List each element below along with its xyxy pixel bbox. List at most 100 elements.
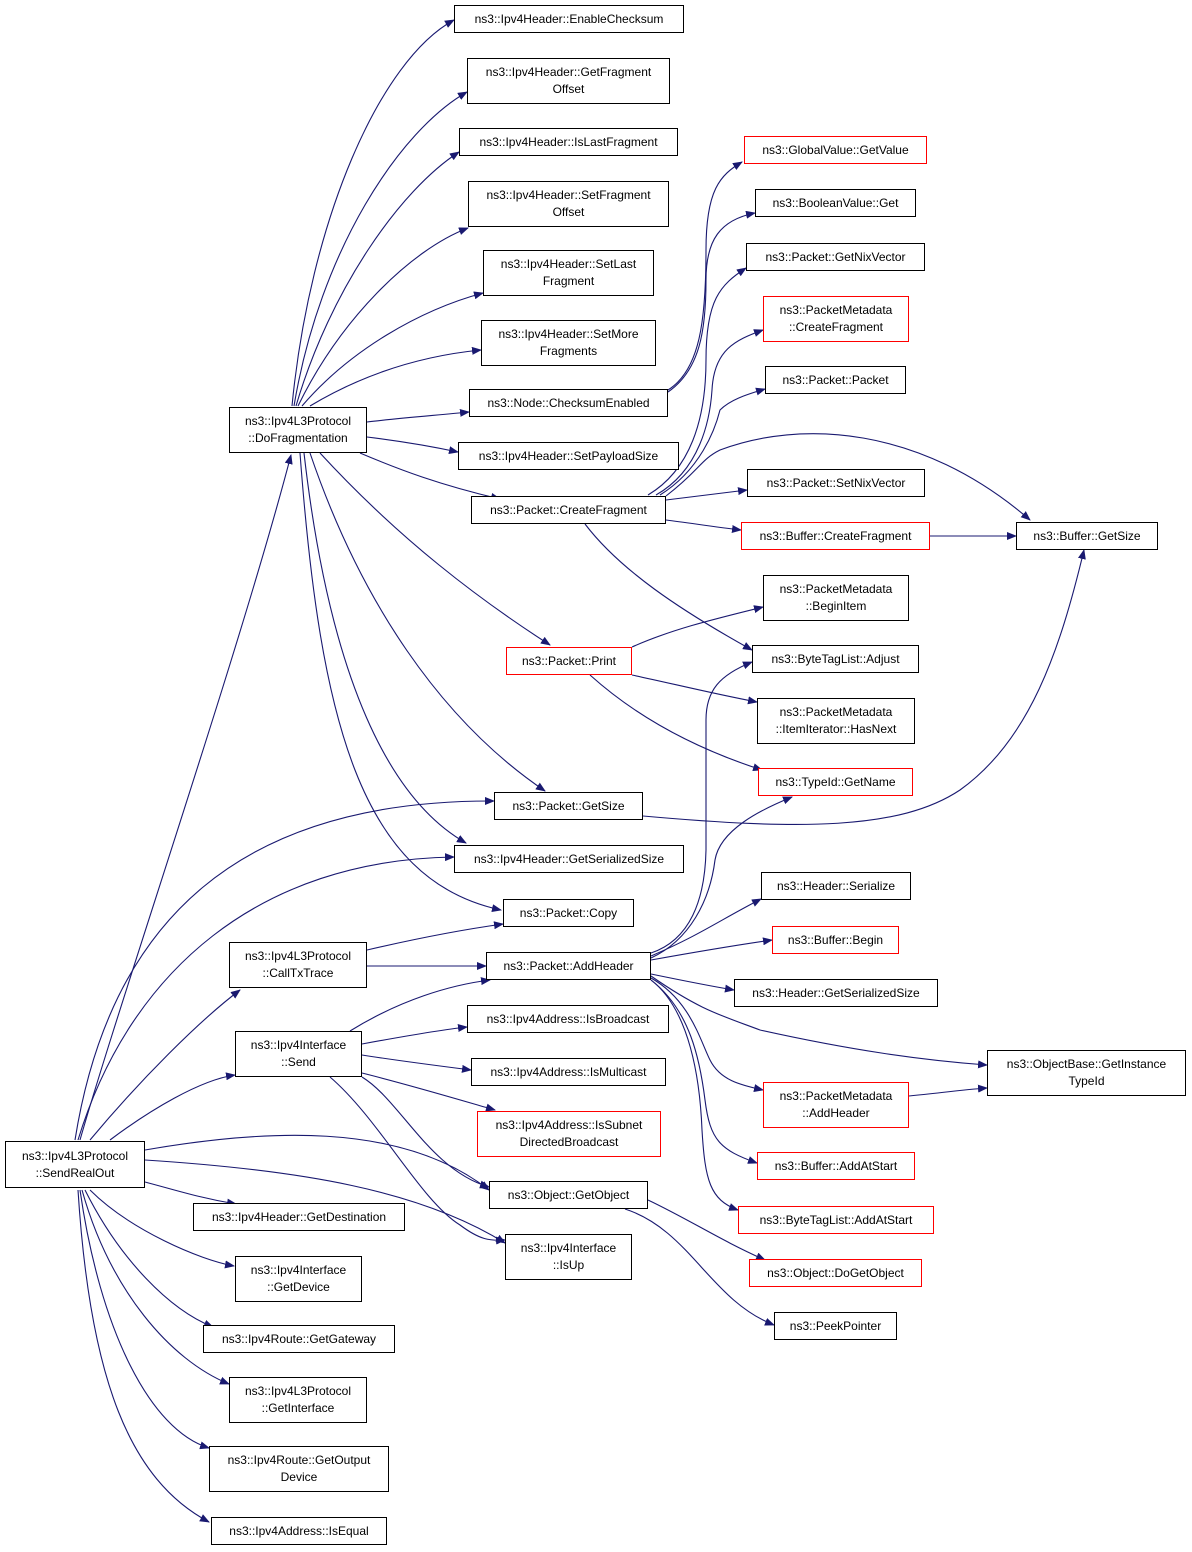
node-label: ns3::Buffer::CreateFragment [759, 528, 912, 543]
edge-dofrag-to-getfragoff [293, 91, 468, 407]
node-set-nix-vector[interactable]: ns3::Packet::SetNixVector [747, 469, 925, 497]
node-label: ns3::Ipv4Header::IsLastFragment [479, 134, 658, 149]
node-label: ns3::BooleanValue::Get [772, 195, 899, 210]
node-is-last-fragment[interactable]: ns3::Ipv4Header::IsLastFragment [459, 128, 678, 156]
node-packet-constructor[interactable]: ns3::Packet::Packet [765, 366, 906, 394]
node-label: ns3::Ipv4Header::GetSerializedSize [473, 851, 665, 866]
node-is-broadcast[interactable]: ns3::Ipv4Address::IsBroadcast [467, 1005, 669, 1033]
node-item-iterator-has-next[interactable]: ns3::PacketMetadata ::ItemIterator::HasN… [757, 698, 915, 744]
node-byte-tag-list-adjust[interactable]: ns3::ByteTagList::Adjust [752, 645, 919, 673]
edge-dofrag-to-pgetsize [309, 452, 546, 792]
node-label: ns3::Ipv4Address::IsMulticast [490, 1064, 647, 1079]
edge-print-to-beginitem [631, 605, 764, 648]
node-packet-get-size[interactable]: ns3::Packet::GetSize [494, 792, 643, 820]
edge-print-to-hasnext [631, 674, 758, 705]
edge-getobject-to-dogetobject [647, 1199, 766, 1261]
node-buffer-begin[interactable]: ns3::Buffer::Begin [772, 926, 899, 954]
node-get-nix-vector[interactable]: ns3::Packet::GetNixVector [746, 243, 925, 271]
node-is-subnet-directed-broadcast[interactable]: ns3::Ipv4Address::IsSubnet DirectedBroad… [477, 1111, 661, 1157]
edge-ifsend-to-ismcast [361, 1054, 472, 1073]
node-packet-copy[interactable]: ns3::Packet::Copy [503, 899, 634, 927]
edge-dofrag-to-copy [299, 452, 502, 913]
node-send-real-out[interactable]: ns3::Ipv4L3Protocol ::SendRealOut [5, 1141, 145, 1188]
node-set-fragment-offset[interactable]: ns3::Ipv4Header::SetFragment Offset [468, 181, 669, 227]
node-label: ns3::PeekPointer [789, 1318, 882, 1333]
node-header-get-serialized-size[interactable]: ns3::Header::GetSerializedSize [734, 979, 938, 1007]
edge-root-to-pgetsize [74, 796, 495, 1141]
node-global-value-get-value[interactable]: ns3::GlobalValue::GetValue [744, 136, 927, 164]
node-enable-checksum[interactable]: ns3::Ipv4Header::EnableChecksum [454, 5, 684, 33]
node-set-last-fragment[interactable]: ns3::Ipv4Header::SetLast Fragment [483, 250, 654, 296]
node-object-do-get-object[interactable]: ns3::Object::DoGetObject [749, 1259, 922, 1287]
node-get-destination[interactable]: ns3::Ipv4Header::GetDestination [193, 1203, 405, 1231]
node-label: ns3::PacketMetadata ::ItemIterator::HasN… [775, 705, 897, 736]
edge-ifsend-to-isbcast [361, 1024, 468, 1045]
edge-root-to-dofrag [79, 454, 293, 1141]
node-packet-create-fragment[interactable]: ns3::Packet::CreateFragment [471, 496, 666, 524]
edge-ifsend-to-getobject [361, 1076, 490, 1189]
node-boolean-value-get[interactable]: ns3::BooleanValue::Get [755, 189, 916, 217]
node-label: ns3::PacketMetadata ::CreateFragment [779, 303, 893, 334]
node-type-id-get-name[interactable]: ns3::TypeId::GetName [758, 768, 913, 796]
node-object-get-object[interactable]: ns3::Object::GetObject [489, 1181, 648, 1209]
node-get-instance-type-id[interactable]: ns3::ObjectBase::GetInstance TypeId [987, 1050, 1186, 1096]
node-get-gateway[interactable]: ns3::Ipv4Route::GetGateway [203, 1325, 395, 1353]
node-packet-metadata-create-fragment[interactable]: ns3::PacketMetadata ::CreateFragment [763, 296, 909, 342]
node-ipv4-interface-is-up[interactable]: ns3::Ipv4Interface ::IsUp [505, 1234, 632, 1280]
edge-pmaddheader-to-getinsttype [908, 1084, 988, 1097]
node-label: ns3::Ipv4Header::SetMore Fragments [498, 327, 639, 358]
node-label: ns3::ByteTagList::AddAtStart [759, 1212, 913, 1227]
node-packet-metadata-begin-item[interactable]: ns3::PacketMetadata ::BeginItem [763, 575, 909, 621]
node-buffer-add-at-start[interactable]: ns3::Buffer::AddAtStart [757, 1152, 915, 1180]
node-ipv4-header-get-serialized-size[interactable]: ns3::Ipv4Header::GetSerializedSize [454, 845, 684, 873]
node-byte-tag-list-add-at-start[interactable]: ns3::ByteTagList::AddAtStart [738, 1206, 934, 1234]
edge-root-to-getgw [84, 1189, 214, 1328]
edge-addheader-to-bufbegin [650, 937, 773, 961]
node-peek-pointer[interactable]: ns3::PeekPointer [774, 1312, 897, 1340]
node-set-more-fragments[interactable]: ns3::Ipv4Header::SetMore Fragments [481, 320, 656, 366]
node-get-fragment-offset[interactable]: ns3::Ipv4Header::GetFragment Offset [467, 58, 670, 104]
node-label: ns3::Object::DoGetObject [767, 1265, 904, 1280]
node-get-output-device[interactable]: ns3::Ipv4Route::GetOutput Device [209, 1446, 389, 1492]
node-label: ns3::Packet::Print [521, 653, 617, 668]
node-buffer-create-fragment[interactable]: ns3::Buffer::CreateFragment [741, 522, 930, 550]
edge-root-to-calltx [89, 989, 241, 1141]
node-label: ns3::Ipv4Header::EnableChecksum [474, 11, 664, 26]
node-buffer-get-size[interactable]: ns3::Buffer::GetSize [1016, 522, 1158, 550]
edge-root-to-isup [144, 1159, 506, 1244]
node-call-tx-trace[interactable]: ns3::Ipv4L3Protocol ::CallTxTrace [229, 942, 367, 988]
node-label: ns3::Ipv4Header::GetDestination [211, 1209, 387, 1224]
edge-root-to-isequal [77, 1189, 210, 1523]
node-label: ns3::Packet::CreateFragment [490, 502, 647, 517]
node-label: ns3::Node::ChecksumEnabled [487, 395, 650, 410]
node-get-device[interactable]: ns3::Ipv4Interface ::GetDevice [235, 1256, 362, 1302]
node-label: ns3::Header::Serialize [776, 878, 896, 893]
node-label: ns3::Header::GetSerializedSize [752, 985, 920, 1000]
node-is-multicast[interactable]: ns3::Ipv4Address::IsMulticast [471, 1058, 666, 1086]
node-packet-add-header[interactable]: ns3::Packet::AddHeader [486, 952, 651, 980]
node-packet-metadata-add-header[interactable]: ns3::PacketMetadata ::AddHeader [763, 1082, 909, 1128]
node-label: ns3::Ipv4Header::SetPayloadSize [478, 448, 659, 463]
edge-createfrag-to-setnix [665, 487, 748, 501]
node-ipv4-interface-send[interactable]: ns3::Ipv4Interface ::Send [235, 1031, 362, 1077]
edge-createfrag-to-bufgetsize [665, 433, 1031, 521]
edge-chkenabled-to-gvgetvalue [667, 161, 743, 391]
edge-getobject-to-peekptr [624, 1208, 775, 1326]
node-label: ns3::Ipv4Route::GetOutput Device [227, 1453, 371, 1484]
edge-root-to-getoutdev [79, 1189, 210, 1450]
edge-createfrag-to-packetctor [659, 387, 766, 496]
node-do-fragmentation[interactable]: ns3::Ipv4L3Protocol ::DoFragmentation [229, 407, 367, 453]
node-label: ns3::Ipv4Header::SetLast Fragment [500, 257, 637, 288]
node-set-payload-size[interactable]: ns3::Ipv4Header::SetPayloadSize [458, 442, 679, 470]
node-header-serialize[interactable]: ns3::Header::Serialize [761, 872, 911, 900]
node-label: ns3::Ipv4L3Protocol ::DoFragmentation [244, 414, 352, 445]
node-checksum-enabled[interactable]: ns3::Node::ChecksumEnabled [469, 389, 668, 417]
node-label: ns3::Buffer::Begin [787, 932, 884, 947]
node-get-interface[interactable]: ns3::Ipv4L3Protocol ::GetInterface [229, 1377, 367, 1423]
edge-root-to-ifsend [109, 1072, 236, 1141]
node-label: ns3::Object::GetObject [507, 1187, 630, 1202]
node-packet-print[interactable]: ns3::Packet::Print [506, 647, 632, 675]
node-is-equal[interactable]: ns3::Ipv4Address::IsEqual [211, 1517, 387, 1545]
node-label: ns3::PacketMetadata ::AddHeader [779, 1089, 893, 1120]
node-label: ns3::Ipv4Route::GetGateway [221, 1331, 377, 1346]
